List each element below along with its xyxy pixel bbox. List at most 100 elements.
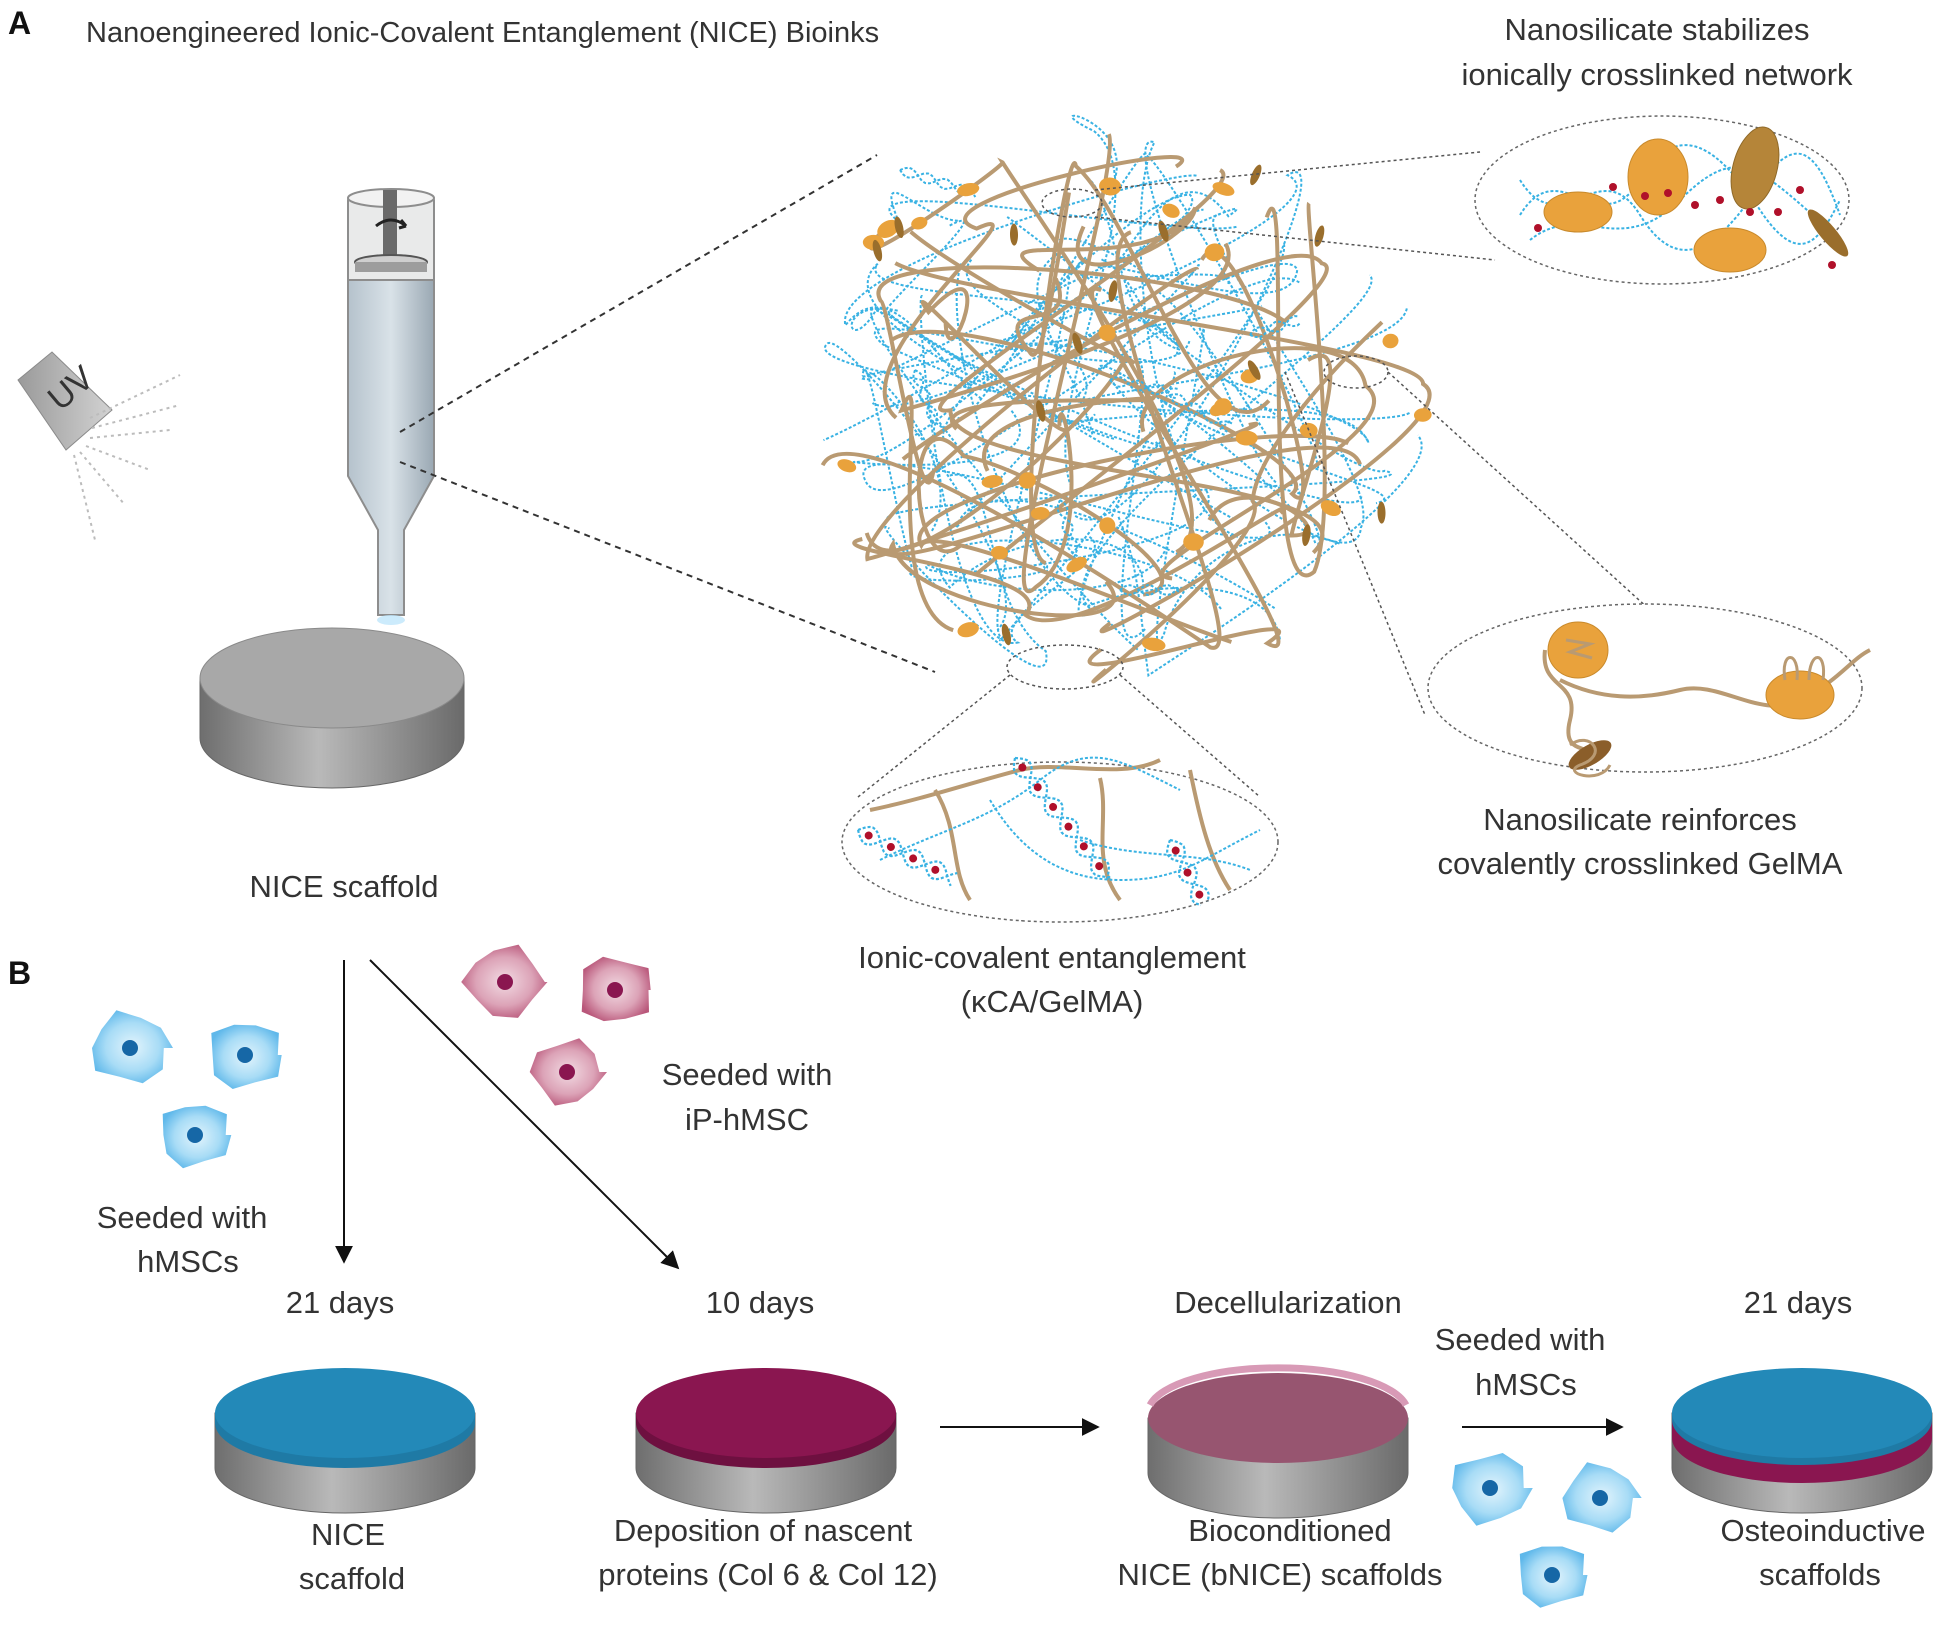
nanosilicate-platelet <box>1035 400 1046 422</box>
callout-line-right-1 <box>1387 371 1651 611</box>
nanosilicate-platelet <box>1066 556 1087 573</box>
nanosilicate-platelet <box>981 475 1003 488</box>
kca-strand <box>880 191 1238 376</box>
kca-double-helix <box>1056 499 1080 559</box>
step-4-caption-1: Osteoinductive <box>1720 1513 1925 1548</box>
callout-bottom-line-2: (κCA/GelMA) <box>961 984 1144 1019</box>
gelma-strand <box>889 250 1306 500</box>
nanosilicate-platelet <box>1030 507 1050 520</box>
nanosilicate-platelet <box>1314 225 1325 247</box>
panel-a-letter: A <box>8 5 31 41</box>
gelma-strand <box>1087 286 1281 667</box>
step-3-caption-2: NICE (bNICE) scaffolds <box>1117 1557 1442 1592</box>
panel-b-letter: B <box>8 955 31 991</box>
nanosilicate-platelet <box>1235 430 1258 446</box>
gelma-strand <box>1021 133 1112 594</box>
callout-source-bottom <box>1006 644 1124 690</box>
kca-strand <box>1117 434 1423 678</box>
nanosilicate-platelet <box>1183 533 1204 551</box>
nanosilicate-platelet <box>1212 182 1235 196</box>
nanosilicate-platelet <box>877 219 900 238</box>
kca-strand <box>1013 342 1370 444</box>
kca-strand <box>823 193 1194 443</box>
callout-top-line-2: ionically crosslinked network <box>1461 57 1853 92</box>
nanosilicate-platelet <box>1250 164 1262 186</box>
callout-line-right-2 <box>1284 371 1426 716</box>
nanosilicate-platelet <box>1302 524 1311 547</box>
gelma-strand <box>894 261 1432 634</box>
arrow-to-deposition <box>369 959 680 1270</box>
nice-scaffold-label: NICE scaffold <box>250 869 439 904</box>
step-2-caption-1: Deposition of nascent <box>614 1513 913 1548</box>
kca-strand <box>888 191 1239 230</box>
callout-line-bottom-1 <box>857 674 1011 798</box>
kca-strand <box>919 295 1096 644</box>
disc-protein-deposition <box>635 1368 897 1514</box>
cells-group <box>92 944 1642 1608</box>
nanosilicate-platelet <box>1382 333 1399 349</box>
kca-strand <box>870 306 1235 651</box>
step-4-caption-2: scaffolds <box>1759 1557 1881 1592</box>
kca-strand <box>1120 360 1386 639</box>
kca-double-helix <box>1249 315 1302 339</box>
nanosilicate-platelet <box>1018 472 1036 489</box>
nanosilicate-platelet <box>1072 332 1083 354</box>
nanosilicate-platelet <box>1001 623 1012 646</box>
callout-line-top-1 <box>1094 151 1481 191</box>
callout-right-line-1: Nanosilicate reinforces <box>1483 802 1797 837</box>
seed-hmsc2-line-2: hMSCs <box>1475 1367 1577 1402</box>
gelma-strand <box>1015 192 1071 357</box>
uv-lamp-icon: UV <box>17 351 181 541</box>
kca-strand <box>1109 213 1365 544</box>
nanosilicate-platelet <box>837 459 857 473</box>
gelma-strand <box>1091 320 1384 684</box>
nanosilicate-platelet <box>957 182 980 197</box>
ip-hmsc-cell <box>529 1038 607 1106</box>
zoom-line-bottom <box>399 461 936 673</box>
step-3-caption-1: Bioconditioned <box>1188 1513 1391 1548</box>
panel-a-title: Nanoengineered Ionic-Covalent Entangleme… <box>86 17 879 49</box>
step-2-header: 10 days <box>706 1285 815 1320</box>
nanosilicate-platelet <box>1162 203 1180 218</box>
ip-hmsc-cell <box>581 956 651 1022</box>
nanosilicate-platelet <box>1377 501 1386 524</box>
step-1-caption-2: scaffold <box>299 1561 405 1596</box>
nanosilicate-platelet <box>1108 280 1118 302</box>
hmsc-cell <box>1452 1453 1533 1526</box>
nanosilicate-platelet <box>1098 324 1116 342</box>
nanosilicate-platelet <box>1247 360 1261 380</box>
callout-top-line-1: Nanosilicate stabilizes <box>1505 12 1810 47</box>
kca-strand <box>925 490 1210 592</box>
kca-strand <box>1088 178 1186 352</box>
kca-strand <box>873 327 1191 451</box>
nanosilicate-platelet <box>990 545 1009 560</box>
nanosilicate-platelet <box>1141 637 1166 652</box>
gelma-strand <box>868 156 1194 554</box>
nanosilicate-platelet <box>894 216 904 239</box>
callout-source-top <box>1041 188 1103 218</box>
ip-hmsc-cell <box>461 944 548 1018</box>
gelma-strand <box>917 433 1350 644</box>
nanosilicate-platelet <box>1099 177 1122 196</box>
kca-strand <box>938 538 1222 610</box>
hydrogel-network <box>820 114 1432 684</box>
callout-bottom-line-1: Ionic-covalent entanglement <box>858 940 1246 975</box>
kca-strand <box>861 368 1048 582</box>
kca-double-helix <box>912 369 945 436</box>
hmsc-cell <box>211 1024 282 1089</box>
step-1-header: 21 days <box>286 1285 395 1320</box>
gelma-strand <box>865 267 1259 562</box>
kca-double-helix <box>1119 583 1181 597</box>
gelma-strand <box>916 436 1164 597</box>
kca-double-helix <box>1169 393 1233 433</box>
gelma-strand <box>1029 161 1271 566</box>
step-1-caption-1: NICE <box>311 1517 385 1552</box>
nanosilicate-platelet <box>1413 408 1432 422</box>
build-plate-icon <box>199 627 465 789</box>
seed-hmsc-line-2: hMSCs <box>137 1244 239 1279</box>
gelma-strand <box>938 168 1325 555</box>
step-4-header: 21 days <box>1744 1285 1853 1320</box>
nanosilicate-platelet <box>1213 398 1232 416</box>
kca-double-helix <box>1109 375 1178 400</box>
gelma-strand <box>852 505 1287 623</box>
